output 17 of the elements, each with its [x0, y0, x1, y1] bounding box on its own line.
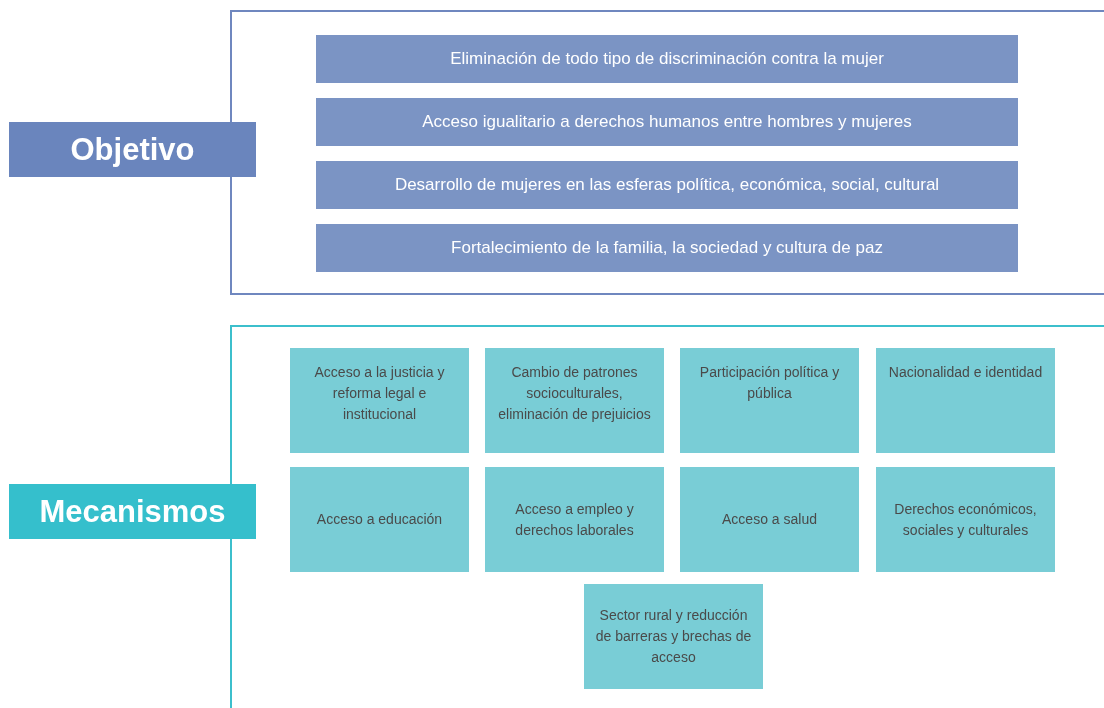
bracket-panel [230, 325, 1104, 708]
mechanism-box: Sector rural y reducción de barreras y brechas de acceso [584, 584, 763, 689]
objective-box: Fortalecimiento de la familia, la sociedad y cultura de paz [316, 224, 1018, 272]
mechanism-box: Acceso a empleo y derechos laborales [485, 467, 664, 572]
objective-box: Acceso igualitario a derechos humanos entre hombres y mujeres [316, 98, 1018, 146]
objective-box: Eliminación de todo tipo de discriminación contra la mujer [316, 35, 1018, 83]
mechanism-box: Acceso a la justicia y reforma legal e institucional [290, 348, 469, 453]
mechanism-box: Acceso a educación [290, 467, 469, 572]
mechanism-box: Acceso a salud [680, 467, 859, 572]
objective-box: Desarrollo de mujeres en las esferas política, económica, social, cultural [316, 161, 1018, 209]
section-label: Objetivo [9, 122, 256, 177]
section-label: Mecanismos [9, 484, 256, 539]
mechanism-box: Nacionalidad e identidad [876, 348, 1055, 453]
mechanism-box: Cambio de patrones socioculturales, eliminación de prejuicios [485, 348, 664, 453]
mechanism-box: Participación política y pública [680, 348, 859, 453]
bracket-panel [230, 10, 1104, 295]
mechanism-box: Derechos económicos, sociales y culturales [876, 467, 1055, 572]
